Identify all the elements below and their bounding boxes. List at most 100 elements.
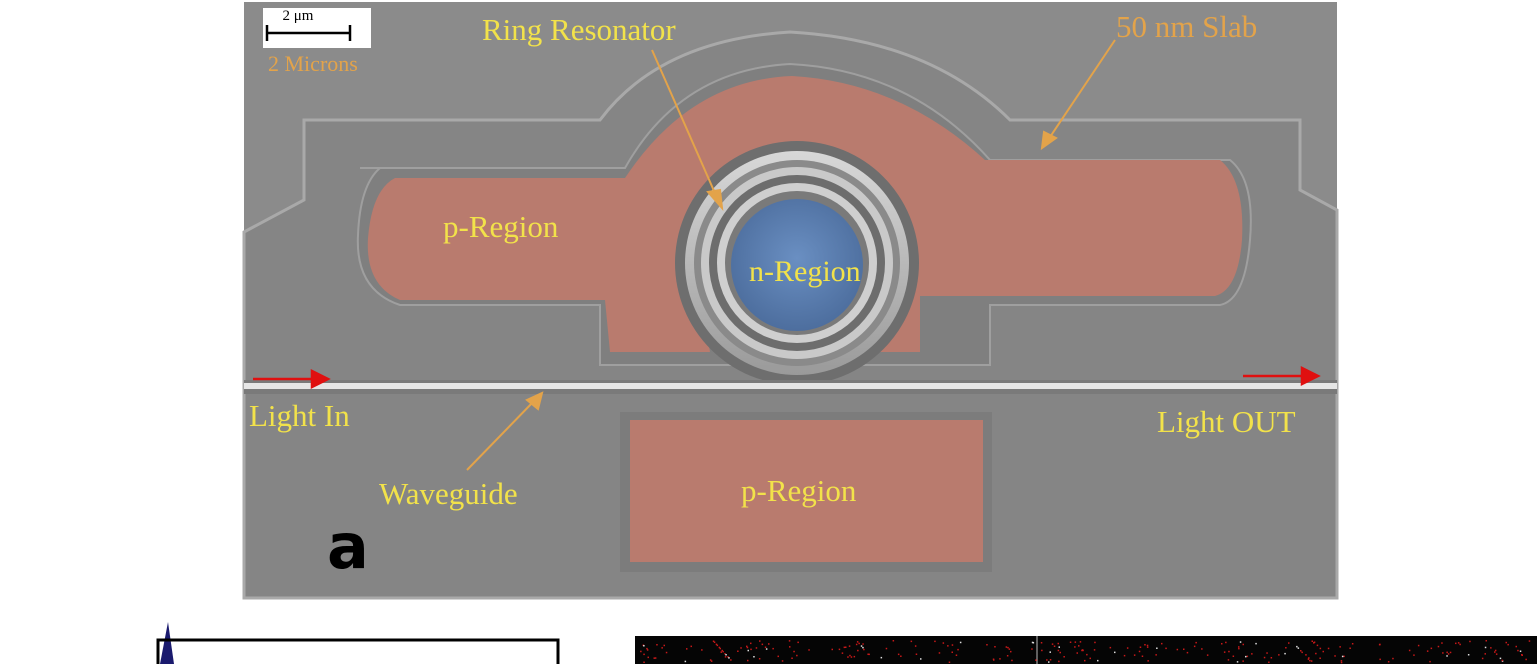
speckle bbox=[1426, 650, 1429, 652]
speckle bbox=[1501, 659, 1504, 662]
red-speckles bbox=[640, 640, 1531, 664]
speckle bbox=[1146, 644, 1149, 647]
speckle bbox=[1499, 657, 1502, 660]
speckle bbox=[1138, 650, 1141, 653]
speckle bbox=[1525, 658, 1527, 661]
speckle bbox=[1201, 648, 1203, 650]
speckle bbox=[1005, 646, 1008, 648]
speckle bbox=[1305, 654, 1307, 656]
speckle bbox=[1161, 642, 1163, 645]
speckle bbox=[1133, 654, 1136, 656]
speckle bbox=[1278, 654, 1280, 656]
speckle bbox=[1221, 643, 1223, 645]
speckle bbox=[647, 656, 649, 659]
speckle bbox=[843, 646, 846, 649]
speckle bbox=[838, 648, 841, 651]
speckle bbox=[1094, 641, 1096, 644]
speckle bbox=[892, 640, 895, 642]
speckle bbox=[1494, 649, 1497, 652]
speckle bbox=[1457, 642, 1460, 644]
speckle bbox=[701, 649, 703, 651]
speckle bbox=[942, 642, 945, 644]
speckle bbox=[719, 647, 721, 650]
speckle bbox=[1223, 651, 1226, 653]
speckle bbox=[1227, 659, 1230, 661]
slab-arrow-line bbox=[1047, 39, 1116, 141]
speckle bbox=[1505, 641, 1507, 644]
speckle bbox=[1242, 660, 1244, 662]
speckle bbox=[1245, 655, 1247, 658]
speckle bbox=[1225, 641, 1227, 644]
speckle bbox=[788, 640, 791, 642]
speckle bbox=[737, 650, 739, 652]
speckle bbox=[1183, 648, 1185, 650]
speckle bbox=[1251, 653, 1253, 655]
speckle bbox=[1430, 647, 1433, 650]
speckle bbox=[686, 648, 688, 650]
speckle bbox=[1057, 642, 1059, 645]
speckle bbox=[1313, 642, 1315, 644]
speckle bbox=[1378, 643, 1381, 646]
speckle bbox=[1040, 642, 1043, 644]
speckle bbox=[1490, 647, 1492, 649]
speckle bbox=[951, 644, 954, 646]
speckle bbox=[1086, 653, 1088, 656]
speckle bbox=[724, 656, 727, 658]
speckle bbox=[1446, 655, 1448, 657]
speckle bbox=[1049, 651, 1051, 653]
speckle bbox=[1447, 653, 1450, 655]
speckle bbox=[1301, 651, 1303, 654]
speckle bbox=[1035, 659, 1037, 661]
speckle bbox=[758, 658, 761, 660]
speckle bbox=[684, 660, 687, 663]
speckle bbox=[654, 657, 657, 659]
speckle bbox=[857, 649, 859, 652]
speckle bbox=[768, 643, 770, 645]
speckle bbox=[1340, 661, 1343, 664]
speckle bbox=[1284, 652, 1286, 655]
speckle bbox=[831, 648, 833, 651]
speckle bbox=[747, 649, 749, 652]
speckle bbox=[781, 660, 784, 662]
speckle bbox=[1343, 655, 1345, 658]
speckle bbox=[849, 654, 851, 657]
light-in-arrowhead bbox=[310, 368, 331, 390]
speckle bbox=[880, 656, 883, 659]
speckle bbox=[848, 645, 851, 647]
speckle bbox=[746, 645, 748, 648]
panel-letter: a bbox=[327, 510, 369, 583]
speckle bbox=[1307, 658, 1310, 660]
speckle bbox=[856, 641, 859, 643]
speckle bbox=[759, 640, 761, 642]
speckle bbox=[858, 642, 860, 645]
speckle bbox=[725, 654, 727, 656]
speckle bbox=[777, 655, 779, 658]
speckle bbox=[1079, 641, 1082, 643]
speckle bbox=[661, 647, 663, 649]
speckle bbox=[863, 648, 865, 651]
speckle bbox=[1011, 659, 1013, 662]
speckle bbox=[1195, 641, 1197, 644]
speckle bbox=[955, 654, 958, 656]
speckle bbox=[1078, 645, 1080, 647]
speckle bbox=[1156, 647, 1158, 649]
speckle bbox=[722, 650, 724, 653]
label-light-out: Light OUT bbox=[1157, 404, 1296, 439]
speckle bbox=[750, 642, 752, 645]
speckle bbox=[1387, 661, 1390, 663]
speckle bbox=[994, 646, 996, 648]
speckle bbox=[1097, 659, 1099, 662]
speckle bbox=[1268, 661, 1270, 663]
speckle bbox=[713, 641, 716, 643]
speckle bbox=[1507, 643, 1509, 646]
speckle bbox=[885, 647, 888, 650]
speckle bbox=[1007, 646, 1009, 649]
speckle bbox=[1341, 655, 1344, 658]
annotation-arrows bbox=[466, 39, 1116, 471]
speckle bbox=[1049, 659, 1052, 661]
speckle bbox=[1242, 643, 1244, 646]
speckle bbox=[1288, 642, 1290, 644]
speckle bbox=[957, 648, 959, 651]
speckle bbox=[1408, 649, 1411, 652]
speckle bbox=[999, 658, 1001, 660]
